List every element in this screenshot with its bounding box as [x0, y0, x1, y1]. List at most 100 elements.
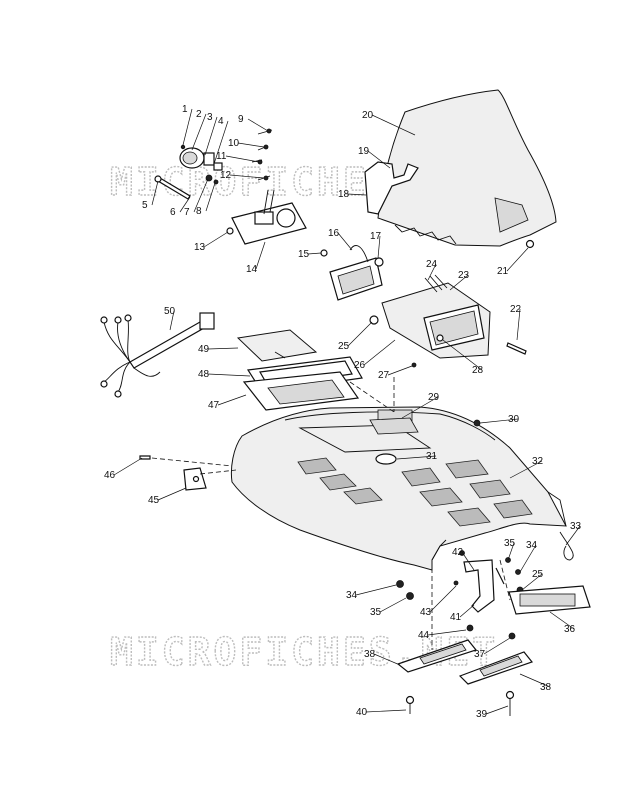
leader-line-22 [516, 308, 521, 341]
callout-10: 10 [228, 138, 240, 149]
callout-16: 16 [328, 228, 340, 239]
hood [230, 406, 567, 571]
leader-line-39 [485, 705, 509, 715]
leader-line-31 [396, 455, 437, 460]
callout-28: 28 [472, 365, 484, 376]
lower-seal [242, 371, 360, 411]
leader-line-43 [429, 585, 457, 613]
bracket-45 [183, 467, 207, 491]
callout-15: 15 [298, 249, 310, 260]
leader-line-19 [367, 150, 391, 169]
callout-26: 26 [354, 360, 366, 371]
leader-line-35-b [507, 542, 515, 561]
leader-line-36 [549, 611, 575, 630]
leader-line-21 [506, 247, 529, 272]
leader-line-48 [207, 373, 251, 377]
callout-4: 4 [218, 116, 224, 127]
leader-line-2 [191, 113, 207, 151]
callout-7: 7 [184, 207, 190, 218]
leader-line-47 [217, 394, 247, 406]
callout-32: 32 [532, 456, 544, 467]
leader-line-17 [377, 235, 381, 259]
leader-line-32 [509, 460, 543, 479]
gauge-assembly [154, 128, 273, 200]
leader-line-12 [229, 174, 265, 179]
callout-3: 3 [207, 112, 213, 123]
callout-41: 41 [450, 612, 462, 623]
callout-22: 22 [510, 304, 522, 315]
gauge-bracket [226, 189, 307, 245]
windshield [377, 89, 557, 247]
callout-18: 18 [338, 189, 350, 200]
callout-2: 2 [196, 109, 202, 120]
leader-line-3 [204, 116, 218, 156]
leader-line-46 [113, 457, 143, 476]
leader-line-37 [483, 637, 511, 655]
callout-27: 27 [378, 370, 390, 381]
leader-line-6 [179, 196, 191, 213]
leader-line-40 [365, 709, 407, 713]
leader-line-14 [255, 241, 266, 270]
callout-23: 23 [458, 270, 470, 281]
lower-hardware [396, 550, 591, 640]
callout-38-b: 38 [540, 682, 552, 693]
callout-49: 49 [198, 344, 210, 355]
leader-line-34-b [519, 544, 537, 573]
callout-34: 34 [346, 590, 358, 601]
callout-14: 14 [246, 264, 258, 275]
callout-11: 11 [216, 151, 227, 162]
callout-8: 8 [196, 206, 202, 217]
leader-line-25-b [521, 573, 543, 591]
callout-leaders [113, 108, 581, 715]
leader-line-7 [193, 178, 209, 213]
leader-line-45 [157, 487, 187, 501]
callout-6: 6 [170, 207, 176, 218]
leader-line-4 [213, 120, 229, 165]
callout-20: 20 [362, 110, 374, 121]
headlight-assembly [320, 245, 384, 301]
leader-line-41 [459, 604, 475, 618]
leader-line-42 [461, 551, 475, 571]
callout-35-b: 35 [504, 538, 516, 549]
wiring-harness [100, 312, 215, 398]
callout-38: 38 [364, 649, 376, 660]
callout-39: 39 [476, 709, 488, 720]
leader-line-13 [203, 231, 229, 248]
leader-line-15 [307, 252, 322, 255]
callout-12: 12 [220, 170, 232, 181]
leader-line-11 [225, 155, 260, 163]
callout-37: 37 [474, 649, 486, 660]
callout-47: 47 [208, 400, 220, 411]
callout-33: 33 [570, 521, 582, 532]
callout-36: 36 [564, 624, 576, 635]
pin [139, 455, 151, 460]
leader-line-44 [427, 629, 467, 636]
callout-21: 21 [497, 266, 509, 277]
skid-plate-right [458, 651, 534, 685]
leader-line-10 [237, 142, 265, 148]
callout-46: 46 [104, 470, 116, 481]
leader-line-28 [442, 339, 483, 371]
callout-40: 40 [356, 707, 368, 718]
leader-line-26 [363, 339, 396, 366]
callout-50: 50 [164, 306, 176, 317]
callout-5: 5 [142, 200, 148, 211]
headlight-housing [369, 274, 527, 368]
leader-line-25 [347, 321, 373, 347]
leader-line-23 [449, 274, 469, 291]
hood-bolt [473, 419, 481, 427]
leader-line-20 [371, 114, 416, 136]
leader-line-30 [479, 418, 519, 424]
callout-13: 13 [194, 242, 206, 253]
callout-24: 24 [426, 259, 438, 270]
leader-line-38 [373, 653, 401, 666]
leader-line-1 [182, 108, 193, 146]
callout-17: 17 [370, 231, 382, 242]
leader-line-33 [565, 525, 581, 546]
leader-line-18 [347, 193, 367, 196]
hood-gasket [236, 329, 318, 362]
callout-31: 31 [426, 451, 438, 462]
windshield-bolt [525, 239, 535, 249]
